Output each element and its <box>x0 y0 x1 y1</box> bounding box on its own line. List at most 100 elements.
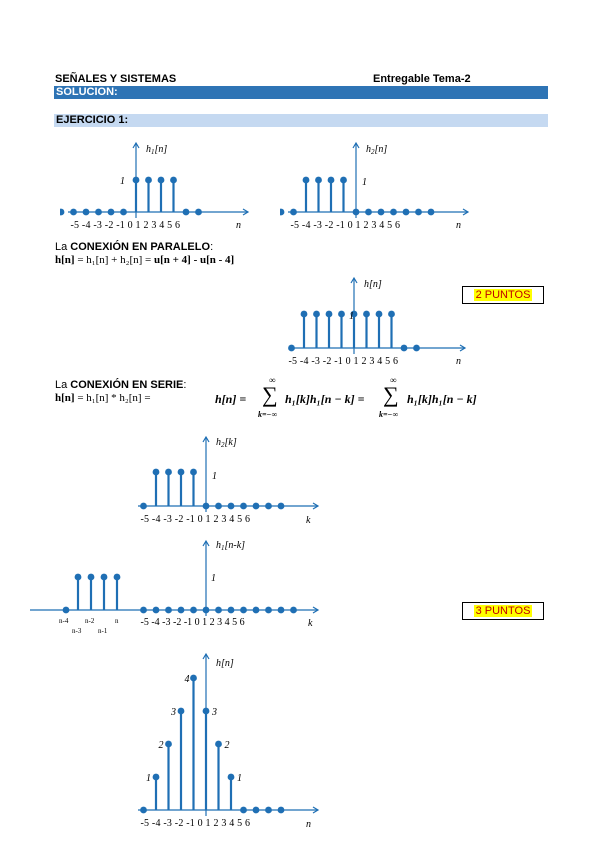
h2k-ylabel: h2[k] <box>216 437 237 449</box>
h2-stem-dot <box>315 176 322 184</box>
h1-zero-dot <box>195 208 202 216</box>
parallel-heading: La CONEXIÓN EN PARALELO: <box>55 241 214 253</box>
h1nk-zero-dot <box>215 606 222 614</box>
par-stem-dot <box>363 310 370 318</box>
h2k-zero-dot <box>202 502 210 510</box>
h1-zero-dot <box>95 208 102 216</box>
par-stem-dot <box>375 310 383 318</box>
h1-tick-labels: -5 -4 -3 -2 -1 0 1 2 3 4 5 6 <box>71 220 181 231</box>
par-stem-dot <box>350 310 358 318</box>
points-box-series: 3 PUNTOS <box>462 602 544 620</box>
h1-zero-dot <box>182 208 190 216</box>
h1nk-y-mark: 1 <box>211 573 216 584</box>
h1-zero-dot <box>120 208 127 216</box>
h2-xlabel: n <box>456 220 461 231</box>
ser-tick-labels: -5 -4 -3 -2 -1 0 1 2 3 4 5 6 <box>141 818 251 829</box>
h1nk-shift-label: n-3 <box>72 627 82 635</box>
h2-zero-dot <box>290 208 297 216</box>
par-zero-dot <box>413 344 420 352</box>
par-y-arrow <box>350 276 358 284</box>
ser-stem-dot <box>165 740 172 748</box>
h1nk-zero-dot <box>240 606 247 614</box>
h1-zero-dot <box>107 208 115 216</box>
h2k-y-mark: 1 <box>212 471 217 482</box>
ser-value-label: 1 <box>237 773 242 784</box>
h2k-stem-dot <box>165 468 172 476</box>
h1nk-ylabel: h1[n-k] <box>216 540 245 552</box>
par-xlabel: n <box>456 356 461 367</box>
h1nk-shift-label: n-4 <box>59 617 69 625</box>
h1-stem-dot <box>157 176 165 184</box>
plot-h2: -5 -4 -3 -2 -1 0 1 2 3 4 5 6h2[n]1n <box>280 141 470 231</box>
par-tick-labels: -5 -4 -3 -2 -1 0 1 2 3 4 5 6 <box>289 356 399 367</box>
h1-stem-dot <box>132 176 140 184</box>
h1nk-zero-dot <box>290 606 297 614</box>
points-box-parallel: 2 PUNTOS <box>462 286 544 304</box>
course-title: SEÑALES Y SISTEMAS <box>55 73 177 85</box>
ser-stem-dot <box>202 707 210 715</box>
par-stem-dot <box>388 310 395 318</box>
plot-h1: -5 -4 -3 -2 -1 0 1 2 3 4 5 6 h1[n] 1 n <box>60 141 250 231</box>
h2k-zero-dot <box>140 502 147 510</box>
h2-y-arrow <box>352 141 360 149</box>
sum-sign: ∑ <box>262 382 278 407</box>
par-ylabel: h[n] <box>364 279 382 290</box>
par-zero-dot <box>400 344 408 352</box>
h1nk-zero-dot <box>227 606 235 614</box>
ser-x-arrow <box>312 806 320 814</box>
h1nk-tick-labels: -5 -4 -3 -2 -1 0 1 2 3 4 5 6 <box>141 617 245 628</box>
h1-zero-dot <box>70 208 77 216</box>
series-equation: h[n] = h₁[n] * h₂[n] = <box>55 392 151 404</box>
ser-stem-dot <box>215 740 222 748</box>
h1nk-x-arrow <box>312 606 320 614</box>
ser-value-label: 3 <box>211 707 217 718</box>
h2k-zero-dot <box>240 502 247 510</box>
convolution-formula: h[n] = ∞ ∑ k=−∞ h₁[k]h₁[n − k] = ∞ ∑ k=−… <box>215 375 477 419</box>
h2k-zero-dot <box>277 502 285 510</box>
ser-value-label: 2 <box>225 740 230 751</box>
h2-tick-labels: -5 -4 -3 -2 -1 0 1 2 3 4 5 6 <box>291 220 401 231</box>
h2-zero-dot <box>390 208 397 216</box>
h2-stem-dot <box>327 176 335 184</box>
ser-zero-dot <box>277 806 285 814</box>
h1nk-zero-dot <box>165 606 172 614</box>
h1nk-shift-label: n-1 <box>98 627 108 635</box>
h2-zero-dot <box>427 208 435 216</box>
h2-zero-dot <box>365 208 372 216</box>
par-x-arrow <box>459 344 467 352</box>
h1nk-y-arrow <box>202 539 210 547</box>
h1nk-zero-dot <box>252 606 260 614</box>
h1-y-mark: 1 <box>120 176 125 187</box>
h2k-stem-dot <box>152 468 160 476</box>
ser-value-label: 1 <box>146 773 151 784</box>
h1-y-arrow <box>132 141 140 149</box>
h1nk-shift-label: n-2 <box>85 617 95 625</box>
h1nk-stem-dot <box>74 573 82 581</box>
h2k-y-arrow <box>202 435 210 443</box>
ser-value-label: 4 <box>185 674 190 685</box>
h2k-stem-dot <box>177 468 185 476</box>
h2-stem-dot <box>302 176 310 184</box>
deliverable-title: Entregable Tema-2 <box>373 73 471 85</box>
h1-ylabel: h1[n] <box>146 144 167 156</box>
ser-stem-dot <box>152 773 160 781</box>
ser-value-label: 2 <box>159 740 164 751</box>
h1-xlabel: n <box>236 220 241 231</box>
h2-ylabel: h2[n] <box>366 144 387 156</box>
h2k-zero-dot <box>265 502 272 510</box>
ser-ylabel: h[n] <box>216 658 234 669</box>
h2k-zero-dot <box>215 502 222 510</box>
h1nk-zero-dot <box>190 606 197 614</box>
h2k-x-arrow <box>312 502 320 510</box>
ser-stem-dot <box>190 674 197 682</box>
h1-zero-dot <box>60 208 65 216</box>
h1nk-stem-dot <box>87 573 95 581</box>
h2-zero-dot <box>280 208 285 216</box>
plot-parallel: -5 -4 -3 -2 -1 0 1 2 3 4 5 6h[n]1n <box>288 276 467 367</box>
h2-zero-dot <box>415 208 422 216</box>
h1nk-zero-dot <box>62 606 70 614</box>
h2-x-arrow <box>462 208 470 216</box>
h1nk-zero-dot <box>152 606 160 614</box>
h2k-zero-dot <box>252 502 260 510</box>
ser-stem-dot <box>227 773 235 781</box>
